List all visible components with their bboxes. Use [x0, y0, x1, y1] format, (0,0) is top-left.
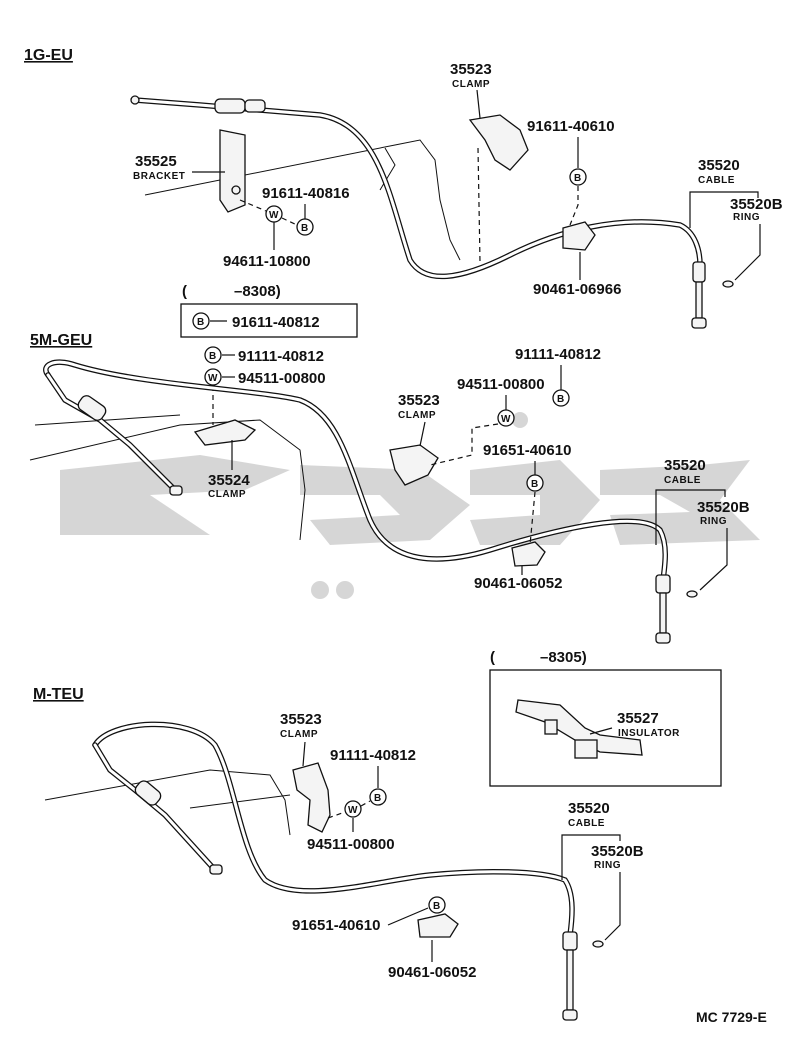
bolt-91111-40812-b-number: 91111-40812 — [515, 346, 601, 363]
svg-text:B: B — [197, 317, 204, 328]
svg-text:B: B — [374, 793, 381, 804]
clamp-35524-number: 35524 — [208, 472, 250, 489]
clamp-35524-shape — [193, 419, 257, 446]
bolt-91611-40812-number: 91611-40812 — [232, 314, 320, 331]
cable-grommet — [655, 574, 671, 594]
clamp-35524-name: CLAMP — [208, 489, 246, 500]
clip-90461-06966-shape — [562, 221, 596, 251]
svg-text:B: B — [531, 479, 538, 490]
reference-code: MC 7729-E — [696, 1009, 767, 1025]
svg-text:B: B — [574, 173, 581, 184]
section-label-1g-eu: 1G-EU — [24, 47, 73, 64]
bolt-91111-40812-number: 91111-40812 — [330, 747, 416, 764]
clamp-35523-number: 35523 — [398, 392, 440, 409]
bracket-35525-shape — [219, 129, 246, 213]
svg-text:W: W — [501, 414, 511, 425]
cable-end-fitting — [130, 95, 140, 105]
washer-w-icon — [497, 409, 515, 427]
clamp-35523-shape — [292, 762, 331, 833]
ring-shape — [722, 280, 734, 288]
clamp-35523-number: 35523 — [280, 711, 322, 728]
bolt-b-icon — [569, 168, 587, 186]
washer-94511-00800-number: 94511-00800 — [238, 370, 326, 387]
watermark-logo — [60, 412, 760, 599]
clip-90461-06052-shape — [417, 913, 459, 938]
cable-grommet — [562, 931, 578, 951]
cable-assembly-1g — [130, 95, 707, 329]
bolt-91611-40816-number: 91611-40816 — [262, 185, 350, 202]
ring-shape — [592, 940, 604, 948]
cable-adjuster-nut — [77, 395, 107, 421]
section-label-5m-geu: 5M-GEU — [30, 332, 92, 349]
cable-35520-name: CABLE — [664, 475, 701, 486]
washer-w-icon — [204, 368, 222, 386]
bolt-b-icon — [526, 474, 544, 492]
bolt-91651-40610-number: 91651-40610 — [483, 442, 571, 459]
cable-35520-number: 35520 — [568, 800, 610, 817]
cable-35520-number: 35520 — [664, 457, 706, 474]
box-8308-open-paren: ( — [182, 283, 187, 300]
ring-35520b-number: 35520B — [591, 843, 644, 860]
washer-94511-00800-number: 94511-00800 — [307, 836, 395, 853]
cable-assembly-5m — [43, 359, 671, 644]
svg-text:B: B — [301, 223, 308, 234]
cable-adjuster-nut — [214, 98, 246, 114]
bracket-35525-number: 35525 — [135, 153, 177, 170]
clip-90461-06052-shape — [511, 541, 546, 567]
bolt-91111-40812-number: 91111-40812 — [238, 348, 324, 365]
bracket-35525-name: BRACKET — [133, 171, 185, 182]
ring-35520b-name: RING — [700, 516, 727, 527]
clip-90461-06966-number: 90461-06966 — [533, 281, 621, 298]
ring-35520b-number: 35520B — [730, 196, 783, 213]
clamp-35523-number: 35523 — [450, 61, 492, 78]
box-8305-open-paren: ( — [490, 649, 495, 666]
cable-35520-name: CABLE — [568, 818, 605, 829]
box-8308 — [180, 303, 358, 338]
insulator-35527-name: INSULATOR — [618, 728, 680, 739]
ring-35520b-name: RING — [594, 860, 621, 871]
cable-35520-number: 35520 — [698, 157, 740, 174]
body-outline-mt — [44, 769, 291, 836]
bolt-b-icon — [296, 218, 314, 236]
box-8308-header: –8308) — [234, 283, 281, 300]
svg-text:B: B — [209, 351, 216, 362]
bolt-b-icon — [428, 896, 446, 914]
bolt-b-icon — [552, 389, 570, 407]
bolt-b-icon — [192, 312, 210, 330]
body-outline-5m — [29, 414, 306, 541]
ring-35520b-name: RING — [733, 212, 760, 223]
section-label-m-teu: M-TEU — [33, 686, 84, 703]
svg-text:W: W — [348, 805, 358, 816]
clip-90461-06052-number: 90461-06052 — [388, 964, 476, 981]
box-8305-header: –8305) — [540, 649, 587, 666]
cable-assembly-mt — [92, 721, 578, 1021]
clamp-35523-shape — [468, 114, 529, 171]
clamp-35523-name: CLAMP — [280, 729, 318, 740]
cable-adjuster-nut — [134, 780, 162, 806]
bolt-b-icon — [204, 346, 222, 364]
bolt-91611-40610-number: 91611-40610 — [527, 118, 615, 135]
washer-94511-00800-b-number: 94511-00800 — [457, 376, 545, 393]
bolt-91651-40610-number: 91651-40610 — [292, 917, 380, 934]
clamp-35523-name: CLAMP — [398, 410, 436, 421]
washer-w-icon — [344, 800, 362, 818]
svg-text:B: B — [557, 394, 564, 405]
clip-90461-06052-number: 90461-06052 — [474, 575, 562, 592]
svg-text:B: B — [433, 901, 440, 912]
box-8305 — [489, 669, 722, 787]
ring-shape — [686, 590, 698, 598]
clamp-35523-name: CLAMP — [452, 79, 490, 90]
svg-text:W: W — [269, 210, 279, 221]
bolt-b-icon — [369, 788, 387, 806]
washer-94611-10800-number: 94611-10800 — [223, 253, 311, 270]
insulator-35527-number: 35527 — [617, 710, 659, 727]
cable-grommet — [692, 261, 706, 283]
insulator-35527-shape — [515, 699, 643, 756]
svg-text:W: W — [208, 373, 218, 384]
cable-35520-name: CABLE — [698, 175, 735, 186]
ring-35520b-number: 35520B — [697, 499, 750, 516]
